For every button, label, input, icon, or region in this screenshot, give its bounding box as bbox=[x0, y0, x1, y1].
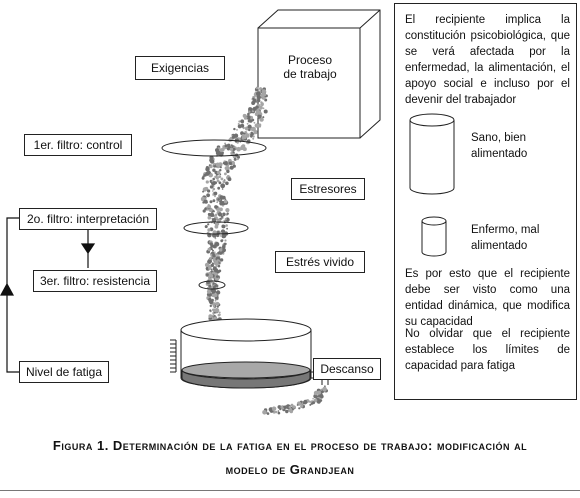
bottom-rule bbox=[0, 490, 580, 491]
fatigue-level-box: Nivel de fatiga bbox=[19, 361, 109, 383]
filter3-box: 3er. filtro: resistencia bbox=[33, 270, 157, 292]
fatigue-diagram bbox=[0, 9, 381, 415]
sick-label: Enfermo, mal alimentado bbox=[471, 224, 540, 252]
figure-caption-line2: modelo de Grandjean bbox=[225, 462, 355, 477]
lived-stress-box: Estrés vivido bbox=[275, 251, 365, 273]
filter1-ring bbox=[161, 139, 267, 157]
rest-box: Descanso bbox=[313, 358, 381, 380]
explanation-panel: El recipiente implica la constitución ps… bbox=[394, 3, 577, 400]
filter3-ring bbox=[198, 280, 226, 290]
sick-cylinder-icon bbox=[421, 216, 447, 257]
process-cube bbox=[257, 9, 381, 139]
panel-intro-text: El recipiente implica la constitución ps… bbox=[405, 14, 570, 106]
demands-box: Exigencias bbox=[135, 56, 225, 80]
healthy-cylinder-icon bbox=[409, 113, 455, 195]
connectors bbox=[0, 217, 96, 373]
fatigue-container bbox=[180, 318, 329, 389]
panel-dynamic-text: Es por esto que el recipiente debe ser v… bbox=[405, 268, 570, 328]
figure-caption-line1: Figura 1. Determinación de la fatiga en … bbox=[52, 438, 528, 453]
filter1-box: 1er. filtro: control bbox=[24, 134, 132, 156]
filter2-box: 2o. filtro: interpretación bbox=[19, 208, 157, 230]
filter2-ring bbox=[183, 221, 249, 235]
stressors-box: Estresores bbox=[291, 178, 365, 200]
panel-limits-text: No olvidar que el recipiente establece l… bbox=[405, 328, 570, 372]
healthy-label: Sano, bien alimentado bbox=[471, 132, 528, 160]
container-scale bbox=[170, 339, 177, 373]
process-box-label: Proceso de trabajo bbox=[283, 53, 337, 81]
